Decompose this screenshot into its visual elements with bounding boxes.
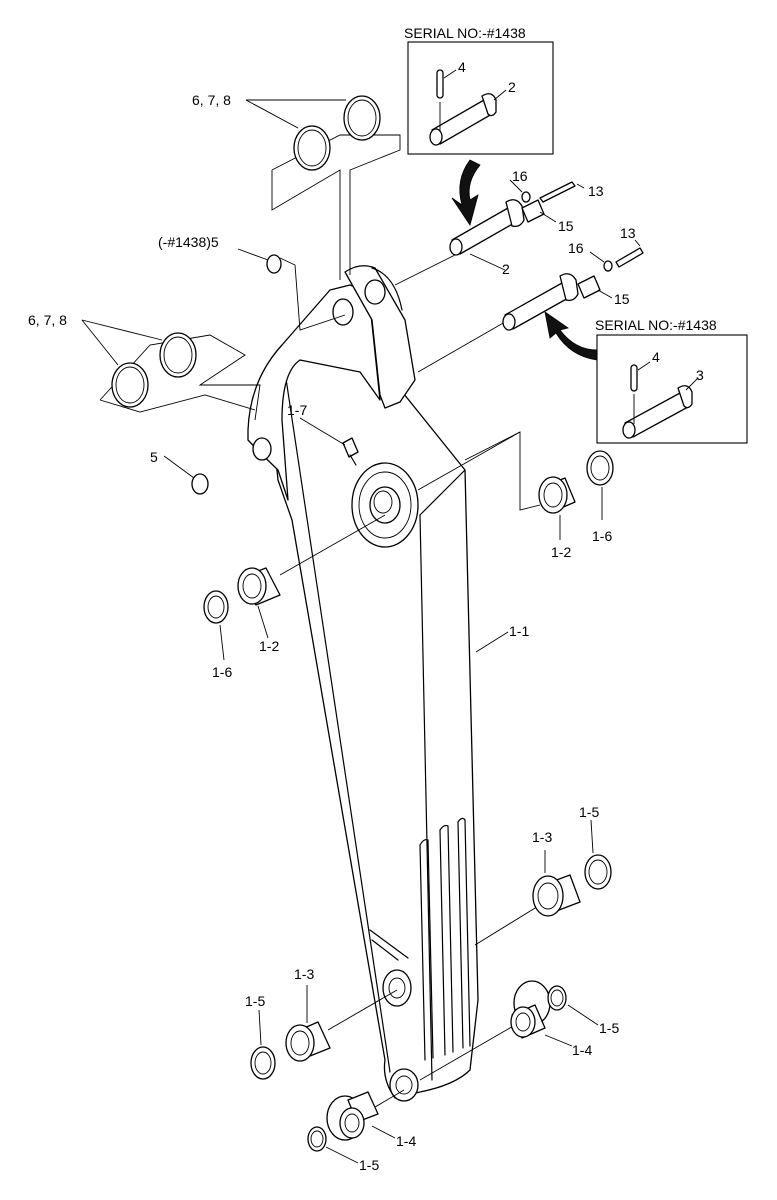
arrow-top	[451, 159, 481, 226]
label-15-a: 15	[558, 218, 574, 234]
o-ring-top-2	[343, 95, 381, 141]
label-1-4-bottom: 1-4	[396, 1133, 416, 1149]
serial-detail-right	[544, 311, 748, 444]
pin-2-upper	[449, 179, 585, 256]
label-5-top: (-#1438)5	[158, 234, 219, 250]
serial-right-label: SERIAL NO:-#1438	[595, 317, 717, 333]
o-ring-top-1	[293, 125, 331, 171]
arm-body	[247, 265, 479, 1102]
label-4-top: 4	[458, 59, 466, 75]
label-1-5-left: 1-5	[245, 993, 265, 1009]
bolt-13-upper	[539, 181, 576, 203]
snap-ring-5	[191, 473, 209, 495]
label-leaders	[219, 417, 603, 1164]
label-1-6-left: 1-6	[212, 664, 232, 680]
label-3-right: 3	[696, 367, 704, 383]
o-ring-left-1	[111, 362, 149, 408]
label-1-6-right: 1-6	[592, 528, 612, 544]
snap-ring-5-top	[266, 254, 282, 274]
label-13-a: 13	[588, 183, 604, 199]
ring-group-left	[81, 319, 197, 408]
snap-rings	[163, 248, 282, 495]
label-1-3-right: 1-3	[532, 829, 552, 845]
washer-16-upper	[521, 191, 531, 203]
label-13-b: 13	[620, 225, 636, 241]
pin-4-right	[630, 364, 638, 392]
label-1-5-right: 1-5	[599, 1020, 619, 1036]
label-4-right: 4	[652, 349, 660, 365]
label-678-left: 6, 7, 8	[28, 312, 67, 328]
o-ring-left-2	[159, 332, 197, 378]
serial-detail-top	[407, 41, 554, 226]
label-1-5-bottom: 1-5	[359, 1157, 379, 1173]
label-1-7: 1-7	[287, 402, 307, 418]
label-2-top: 2	[508, 79, 516, 95]
label-16-a: 16	[512, 168, 528, 184]
label-1-3-left: 1-3	[294, 966, 314, 982]
leader-lines	[99, 134, 541, 1111]
label-1-1: 1-1	[509, 623, 529, 639]
bolt-13-middle	[615, 247, 644, 268]
label-15-b: 15	[614, 291, 630, 307]
plate-15-middle	[577, 275, 601, 299]
pin-4-top	[436, 69, 444, 99]
arrow-right	[544, 311, 598, 361]
serial-top-label: SERIAL NO:-#1438	[404, 25, 526, 41]
label-16-b: 16	[568, 240, 584, 256]
label-2-mid: 2	[502, 261, 510, 277]
label-1-2-left: 1-2	[259, 638, 279, 654]
detail-box-top	[407, 41, 554, 155]
label-5: 5	[150, 449, 158, 465]
plate-15-upper	[521, 199, 545, 223]
pin-2-middle	[469, 239, 644, 331]
bushings	[203, 450, 614, 1152]
washer-16-middle	[603, 260, 613, 272]
labels: SERIAL NO:-#1438 SERIAL NO:-#1438 6, 7, …	[28, 25, 717, 1173]
label-678-top: 6, 7, 8	[192, 92, 231, 108]
ring-group-top	[245, 95, 381, 171]
label-1-2-right: 1-2	[551, 544, 571, 560]
detail-box-right	[596, 334, 748, 444]
label-1-5-top: 1-5	[579, 804, 599, 820]
label-1-4-right: 1-4	[572, 1042, 592, 1058]
